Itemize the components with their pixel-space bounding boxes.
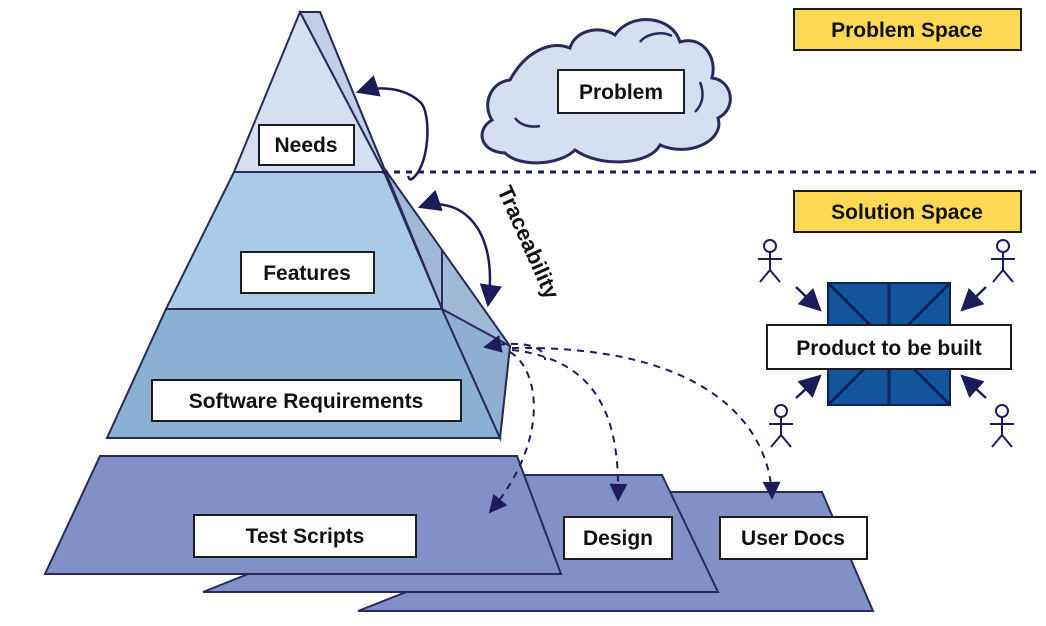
stakeholder-figure-icon: [769, 404, 793, 448]
traceability-label: Traceability: [492, 182, 564, 303]
derivation-arrows: [483, 335, 781, 514]
solution-space-badge: Solution Space: [831, 201, 983, 224]
design-label: Design: [583, 527, 653, 550]
requirements-pyramid: [105, 9, 512, 442]
software-requirements-label: Software Requirements: [189, 390, 424, 413]
problem-label: Problem: [579, 81, 663, 104]
traceability-arrows: [355, 75, 503, 308]
user-docs-label: User Docs: [741, 527, 845, 550]
problem-space-badge: Problem Space: [831, 19, 983, 42]
needs-label: Needs: [274, 134, 337, 157]
product-label: Product to be built: [796, 337, 981, 360]
stakeholder-figure-icon: [758, 239, 782, 283]
stakeholder-arrows: [795, 286, 987, 399]
features-label: Features: [263, 262, 351, 285]
test-scripts-label: Test Scripts: [246, 525, 365, 548]
stakeholder-figure-icon: [991, 239, 1015, 283]
stakeholder-figure-icon: [990, 404, 1014, 448]
